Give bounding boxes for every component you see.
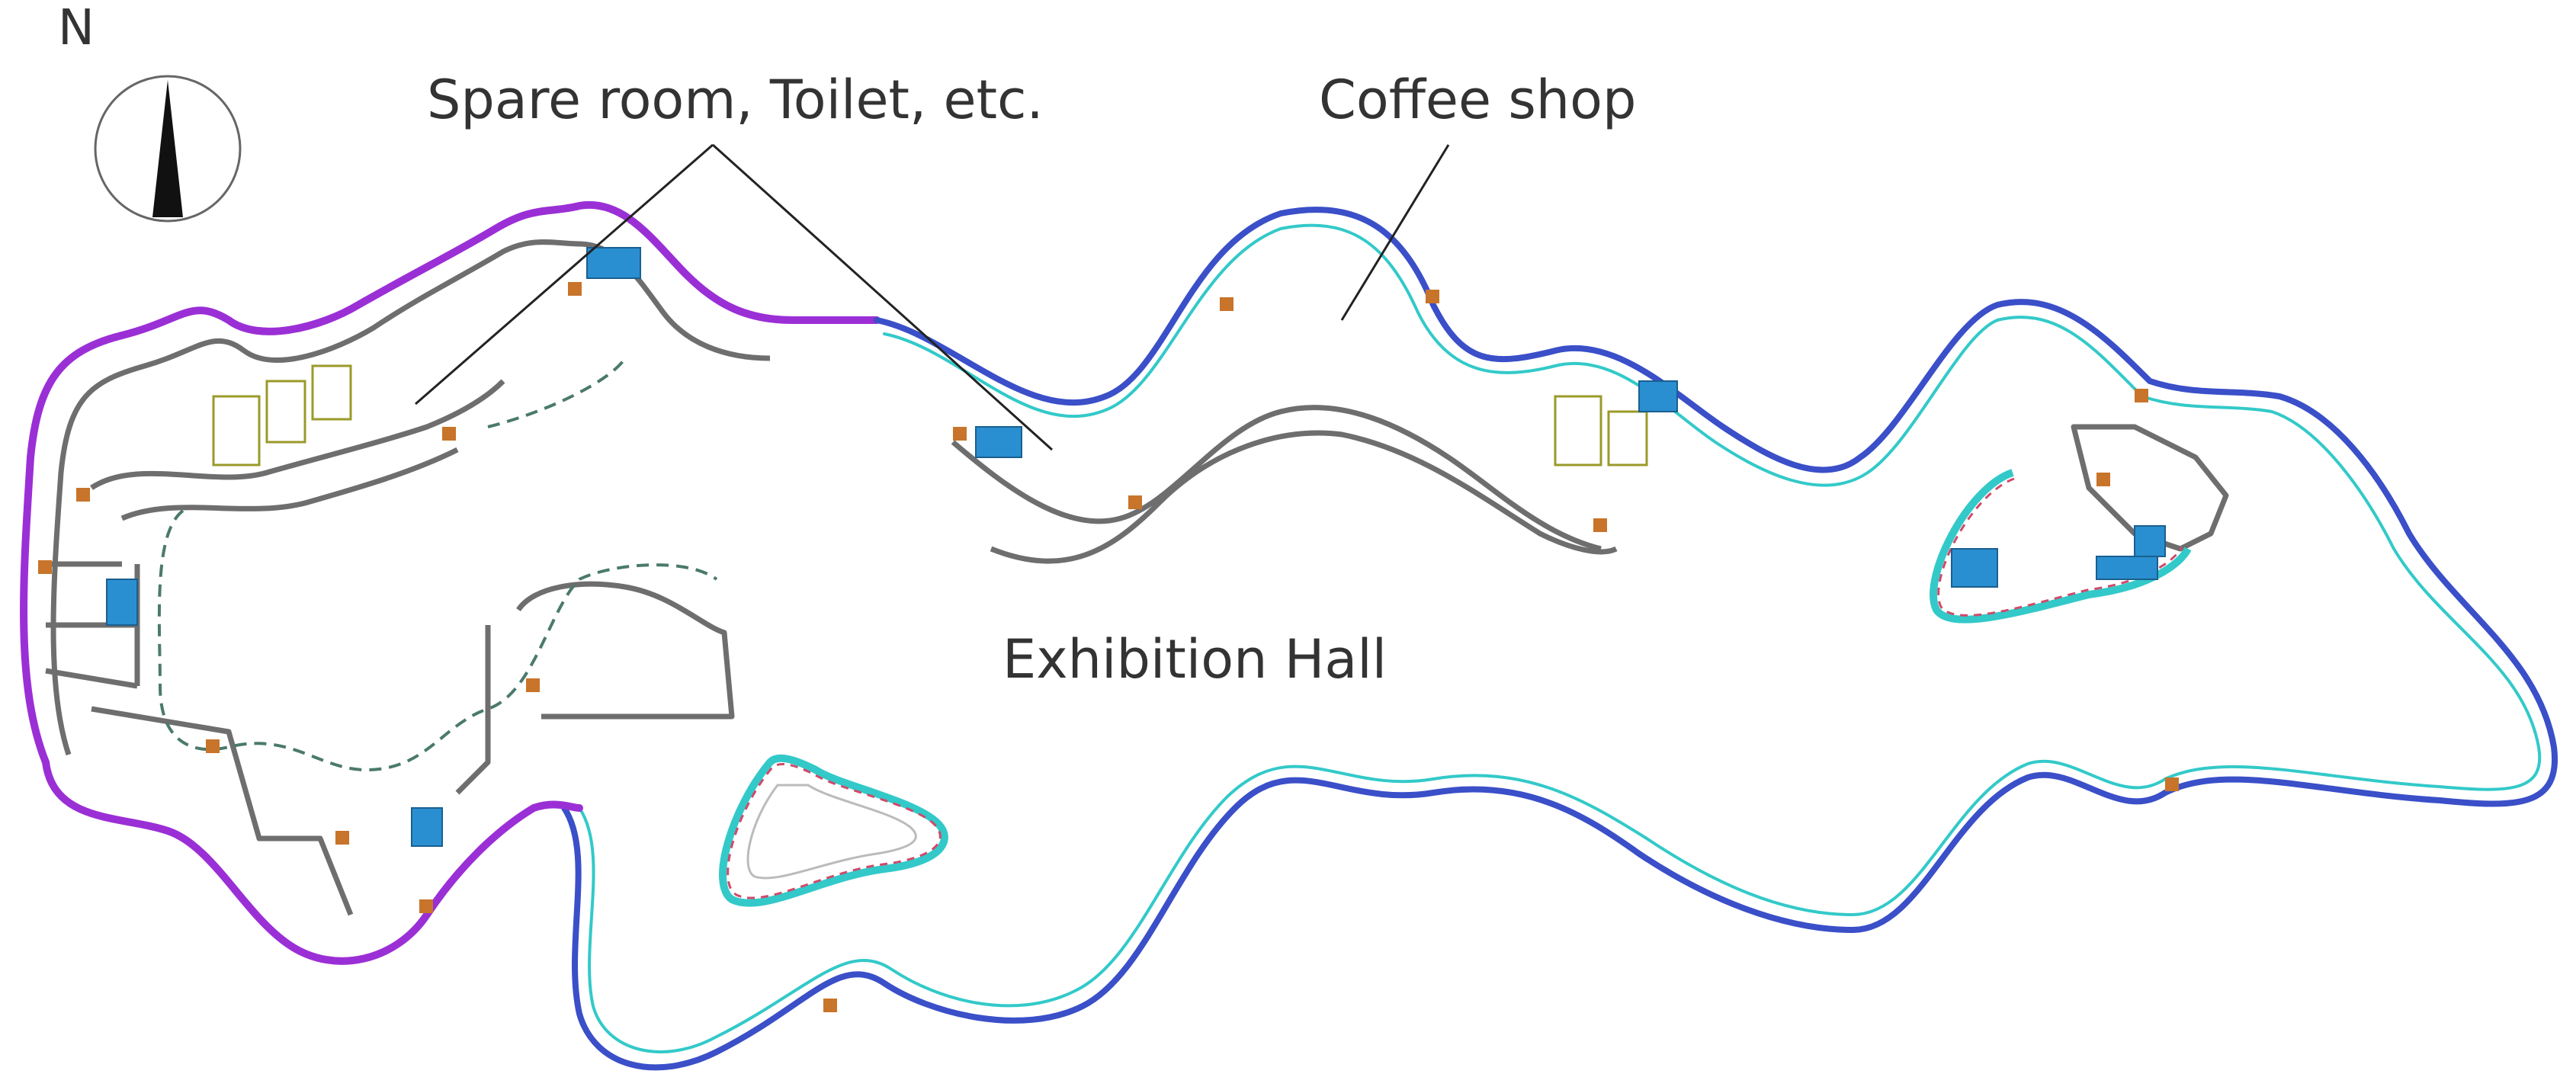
stair-east-4 xyxy=(2134,525,2166,557)
door-3 xyxy=(442,427,456,441)
wall-sw-room-3 xyxy=(91,706,354,916)
interior-walls xyxy=(45,239,2229,916)
leader-coffee xyxy=(1340,144,1450,321)
wall-corridor-lower xyxy=(120,447,459,521)
toilet-block-3 xyxy=(311,364,352,421)
wall-corridor-inner xyxy=(90,379,505,490)
island-outline xyxy=(719,754,948,907)
toilet-block-4 xyxy=(1554,395,1602,466)
door-2 xyxy=(38,560,52,574)
wall-central-wave-2 xyxy=(990,430,1618,564)
door-10 xyxy=(2165,777,2179,791)
building-outline xyxy=(20,200,2558,1071)
label-coffee-shop: Coffee shop xyxy=(1319,69,1637,131)
toilet-block-1 xyxy=(212,395,261,466)
dashed-path-north xyxy=(487,357,627,428)
compass-needle xyxy=(152,80,183,217)
stairs xyxy=(106,247,2166,847)
island-dash xyxy=(727,762,942,899)
door-15 xyxy=(419,899,433,913)
toilet-block-2 xyxy=(265,380,306,444)
outer-wall-blue-north xyxy=(561,207,2558,1071)
door-6 xyxy=(1426,290,1439,303)
stair-west xyxy=(106,579,138,626)
door-17 xyxy=(2096,473,2110,486)
doors xyxy=(38,282,2179,1012)
door-13 xyxy=(206,739,220,753)
leader-lines xyxy=(415,143,1450,451)
door-4 xyxy=(568,282,582,296)
outer-wall-purple xyxy=(20,200,881,766)
cyan-island xyxy=(719,754,948,907)
outer-wall-cyan-inner xyxy=(578,223,2542,1053)
wall-central-wave xyxy=(951,405,1602,552)
island-inner xyxy=(746,784,917,880)
door-1 xyxy=(76,488,90,502)
wall-east-triangle-room xyxy=(2071,424,2229,552)
stair-east-1 xyxy=(1638,380,1678,412)
door-8 xyxy=(1593,518,1607,532)
door-7 xyxy=(1128,495,1142,509)
leader-spare-left xyxy=(415,143,714,406)
outer-wall-purple-sw xyxy=(42,758,583,965)
label-exhibition-hall: Exhibition Hall xyxy=(1002,628,1387,691)
wall-sw-room-2 xyxy=(455,625,491,795)
label-spare-rooms: Spare room, Toilet, etc. xyxy=(427,69,1044,131)
door-9 xyxy=(2135,389,2148,402)
north-compass xyxy=(94,75,242,223)
north-letter: N xyxy=(58,0,95,56)
stair-sw xyxy=(411,807,443,847)
stair-east-3 xyxy=(2096,556,2158,580)
leader-spare-right xyxy=(711,143,1054,451)
stair-north xyxy=(586,247,641,279)
door-14 xyxy=(335,831,349,845)
stair-central xyxy=(975,426,1022,458)
door-12 xyxy=(526,678,540,692)
stair-east-2 xyxy=(1951,548,1998,588)
toilet-block-5 xyxy=(1607,410,1648,466)
toilet-blocks xyxy=(212,364,1648,466)
dashed-paths xyxy=(157,357,718,772)
wall-sw-room xyxy=(516,581,735,720)
door-16 xyxy=(953,427,967,441)
door-11 xyxy=(823,999,837,1012)
wall-west-rooms xyxy=(45,561,140,689)
door-5 xyxy=(1220,297,1233,311)
dashed-path-outer xyxy=(157,509,718,772)
